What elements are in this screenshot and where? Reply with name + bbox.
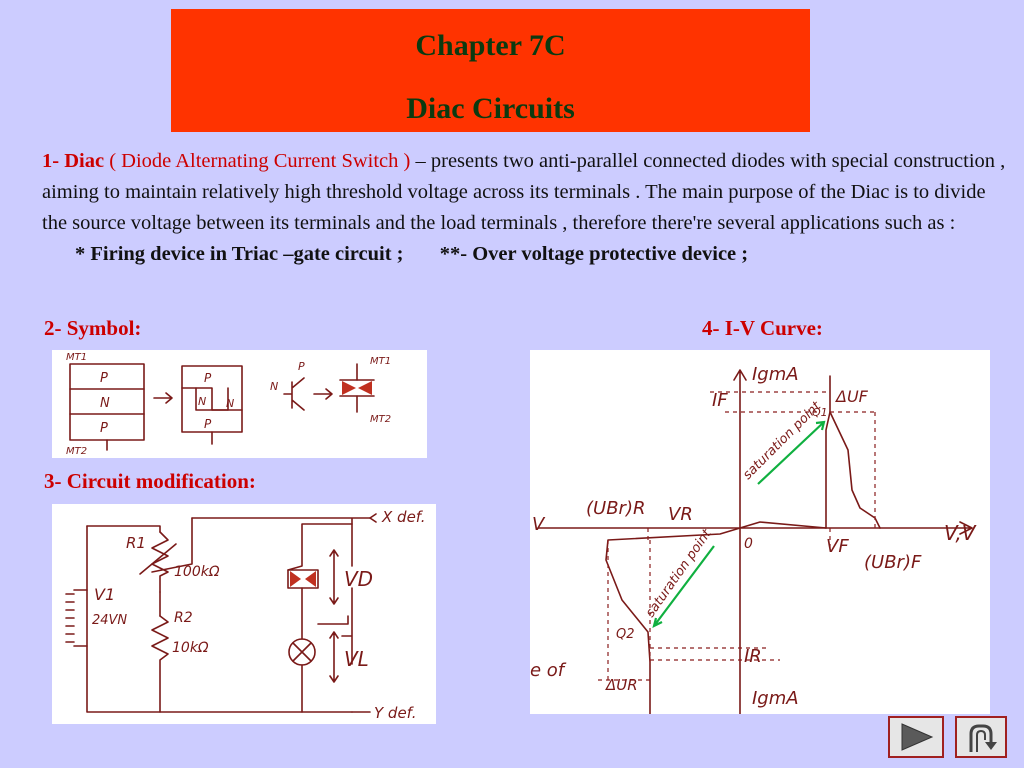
v1-label: V1: [94, 585, 115, 604]
symbol-mt2-right: MT2: [370, 414, 391, 425]
vl-label: VL: [344, 647, 369, 671]
symbol-mt1-left: MT1: [66, 352, 87, 363]
symbol-mt1-right: MT1: [370, 356, 391, 367]
saturation-point-lower: saturation point: [643, 526, 715, 620]
cut-off-text: e of: [530, 660, 567, 681]
delta-ur-label: ΔUR: [605, 676, 638, 694]
origin-label: 0: [744, 536, 753, 552]
play-next-icon: [901, 723, 934, 751]
iv-curve-figure: IgmA IF ΔUF Q1 saturation point (UBr)R V…: [530, 350, 990, 715]
q2-label: Q2: [616, 627, 635, 642]
symbol-heading: 2- Symbol:: [44, 316, 142, 340]
slide-title: Diac Circuits: [406, 92, 575, 125]
symbol-figure: MT1 P N P MT2 P N N P N P MT1 MT2: [52, 350, 427, 458]
saturation-point-upper: saturation point: [740, 398, 824, 482]
y-def-label: Y def.: [374, 704, 416, 722]
diac-heading: 1- Diac: [42, 150, 105, 172]
layer-n-1: N: [100, 396, 110, 411]
diac-expansion: ( Diode Alternating Current Switch ): [104, 150, 416, 172]
ubr-r-label: (UBr)R: [586, 498, 645, 519]
v-axis-label: V,V: [944, 521, 977, 545]
layer-p-2: P: [100, 421, 108, 436]
v1-value: 24VN: [92, 613, 127, 628]
layer-p-3: P: [204, 371, 212, 385]
layer-n-2: N: [198, 395, 206, 408]
igm-top-label: IgmA: [752, 364, 799, 385]
x-def-label: X def.: [381, 508, 426, 526]
delta-uf-label: ΔUF: [834, 387, 869, 406]
layer-p-4: P: [204, 417, 212, 431]
intro-dash: –: [415, 150, 431, 172]
circuit-sketch: R1 100kΩ R2 10kΩ V1 24VN VD VL X def. Y …: [65, 508, 426, 722]
iv-curve-sketch: IgmA IF ΔUF Q1 saturation point (UBr)R V…: [530, 364, 977, 715]
curve-heading: 4- I-V Curve:: [702, 316, 823, 340]
u-turn-icon: [969, 724, 997, 752]
symbol-sketch: MT1 P N P MT2 P N N P N P MT1 MT2: [66, 352, 391, 457]
ir-label: IR: [744, 646, 762, 667]
symbol-n-label: N: [270, 380, 278, 393]
vd-label: VD: [344, 567, 373, 591]
layer-p-1: P: [100, 371, 108, 386]
title-box: Chapter 7C Diac Circuits: [171, 9, 810, 132]
chapter-title: Chapter 7C: [415, 29, 566, 62]
r1-label: R1: [126, 534, 146, 552]
q1-label: Q1: [812, 406, 828, 419]
vr-label: VR: [668, 504, 693, 525]
symbol-mt2-left: MT2: [66, 446, 87, 457]
return-button[interactable]: [955, 716, 1007, 758]
circuit-heading: 3- Circuit modification:: [44, 469, 256, 493]
application-2: **- Over voltage protective device ;: [439, 243, 749, 265]
v-left-label: V: [532, 514, 546, 535]
intro-paragraph: 1- Diac ( Diode Alternating Current Swit…: [42, 146, 1007, 270]
ubr-f-label: (UBr)F: [864, 552, 922, 573]
r2-value: 10kΩ: [172, 640, 209, 656]
vf-label: VF: [826, 536, 849, 557]
if-label: IF: [712, 390, 728, 411]
circuit-figure: R1 100kΩ R2 10kΩ V1 24VN VD VL X def. Y …: [52, 504, 436, 724]
next-slide-button[interactable]: [888, 716, 944, 758]
symbol-p-label: P: [298, 360, 305, 373]
r1-value: 100kΩ: [174, 564, 220, 580]
layer-n-3: N: [226, 397, 234, 410]
r2-label: R2: [174, 610, 193, 626]
igm-bottom-label: IgmA: [752, 688, 799, 709]
application-1: * Firing device in Triac –gate circuit ;: [75, 243, 404, 265]
applications-line: * Firing device in Triac –gate circuit ;…: [42, 239, 1007, 270]
intro-body: presents two anti-parallel connected dio…: [42, 150, 1006, 234]
